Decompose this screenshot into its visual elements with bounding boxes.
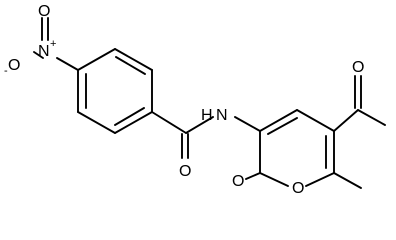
atom-nitro-n: N — [38, 43, 50, 60]
pyranone-bond-c3-c4 — [259, 109, 298, 132]
bond-acetyl-methyl — [357, 109, 386, 126]
benzene-inner-2 — [114, 107, 145, 126]
benzene-ring — [77, 48, 153, 134]
charge-plus: + — [50, 38, 56, 50]
bond-n-ring — [56, 57, 79, 71]
atom-o-minus: O — [8, 57, 20, 74]
bond-lactone-co — [245, 172, 261, 180]
amide-group — [151, 111, 261, 159]
benzene-bond-1 — [77, 48, 116, 71]
pyranone-ring — [245, 109, 335, 187]
charge-minus: - — [4, 65, 8, 77]
atom-ring-o: O — [292, 180, 304, 197]
atom-nitro-o: O — [38, 3, 50, 20]
atom-acetyl-o: O — [352, 59, 364, 76]
bond-ring-carbonyl — [151, 111, 187, 134]
substituents — [333, 75, 386, 189]
atom-amide-h: H — [201, 107, 213, 124]
bond-n-pyranone — [234, 116, 261, 132]
atom-amide-o: O — [179, 163, 191, 180]
benzene-bond-4 — [114, 111, 153, 134]
chemical-structure: O - N + O H N O O O O — [4, 3, 386, 197]
bond-carbonyl-n — [185, 116, 214, 134]
atom-lactone-o: O — [232, 173, 244, 190]
benzene-inner-1 — [115, 56, 146, 75]
benzene-bond-2 — [114, 48, 153, 71]
pyranone-bond-c6-o — [305, 172, 335, 187]
bond-c6-methyl — [333, 172, 362, 189]
benzene-bond-5 — [77, 111, 116, 134]
pyranone-bond-c4-c5 — [296, 109, 335, 132]
pyranone-inner-c3-c4 — [267, 117, 298, 135]
pyranone-bond-o-c2 — [259, 172, 289, 187]
nitro-group — [33, 17, 79, 71]
atom-amide-n: N — [216, 107, 228, 124]
bond-n-o-minus — [33, 51, 44, 59]
bond-c5-acetyl — [333, 109, 359, 132]
